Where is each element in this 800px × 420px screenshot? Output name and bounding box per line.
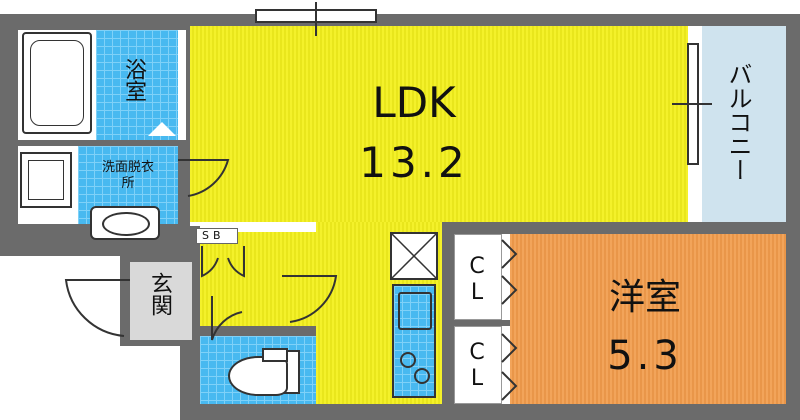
closet-lower — [454, 326, 502, 404]
washroom-door — [178, 159, 230, 197]
entrance-door — [64, 279, 130, 337]
toilet-door — [211, 296, 243, 341]
ldk-label: LDK — [372, 78, 456, 127]
toilet-paper-icon — [262, 348, 288, 362]
hallway-floor — [200, 232, 316, 326]
outer-wall-top — [0, 14, 800, 26]
outer-wall-right — [786, 14, 800, 420]
hallway-door — [282, 275, 338, 323]
kitchen-sink-icon — [398, 292, 432, 330]
western-room-size: 5.3 — [607, 333, 683, 379]
stove-burner-icon — [400, 352, 416, 368]
balcony-label: バルコニー — [724, 62, 752, 182]
toilet-bowl-icon — [228, 356, 288, 396]
washroom-label: 洗面脱衣所 — [101, 160, 154, 191]
toilet-wall — [196, 326, 316, 336]
bathtub-inner — [30, 40, 84, 126]
washing-machine-inner — [28, 160, 64, 200]
bath-label: 浴室 — [121, 58, 146, 102]
stove-burner-icon-2 — [414, 368, 430, 384]
bath-tile — [96, 30, 178, 140]
wall-ldk-western-vertical — [442, 222, 454, 404]
outer-wall-left — [0, 14, 14, 254]
western-room-floor — [510, 234, 786, 404]
wall-ldk-western — [442, 222, 786, 234]
entrance-label: 玄関 — [147, 272, 172, 316]
outer-wall-bottom — [180, 404, 800, 420]
closet-upper-label: CL — [469, 254, 485, 306]
balcony-area — [702, 26, 786, 222]
shoe-box-label: SB — [202, 229, 225, 242]
ldk-floor — [190, 26, 688, 222]
entrance-floor — [130, 262, 192, 340]
closet-upper — [454, 234, 502, 320]
ldk-size: 13.2 — [359, 138, 469, 187]
western-room-label: 洋室 — [608, 277, 681, 318]
wash-basin-bowl — [102, 212, 150, 236]
bath-step-icon — [148, 122, 176, 136]
closet-lower-label: CL — [469, 340, 485, 392]
closet-divider — [454, 320, 510, 326]
shoe-box — [196, 228, 238, 244]
